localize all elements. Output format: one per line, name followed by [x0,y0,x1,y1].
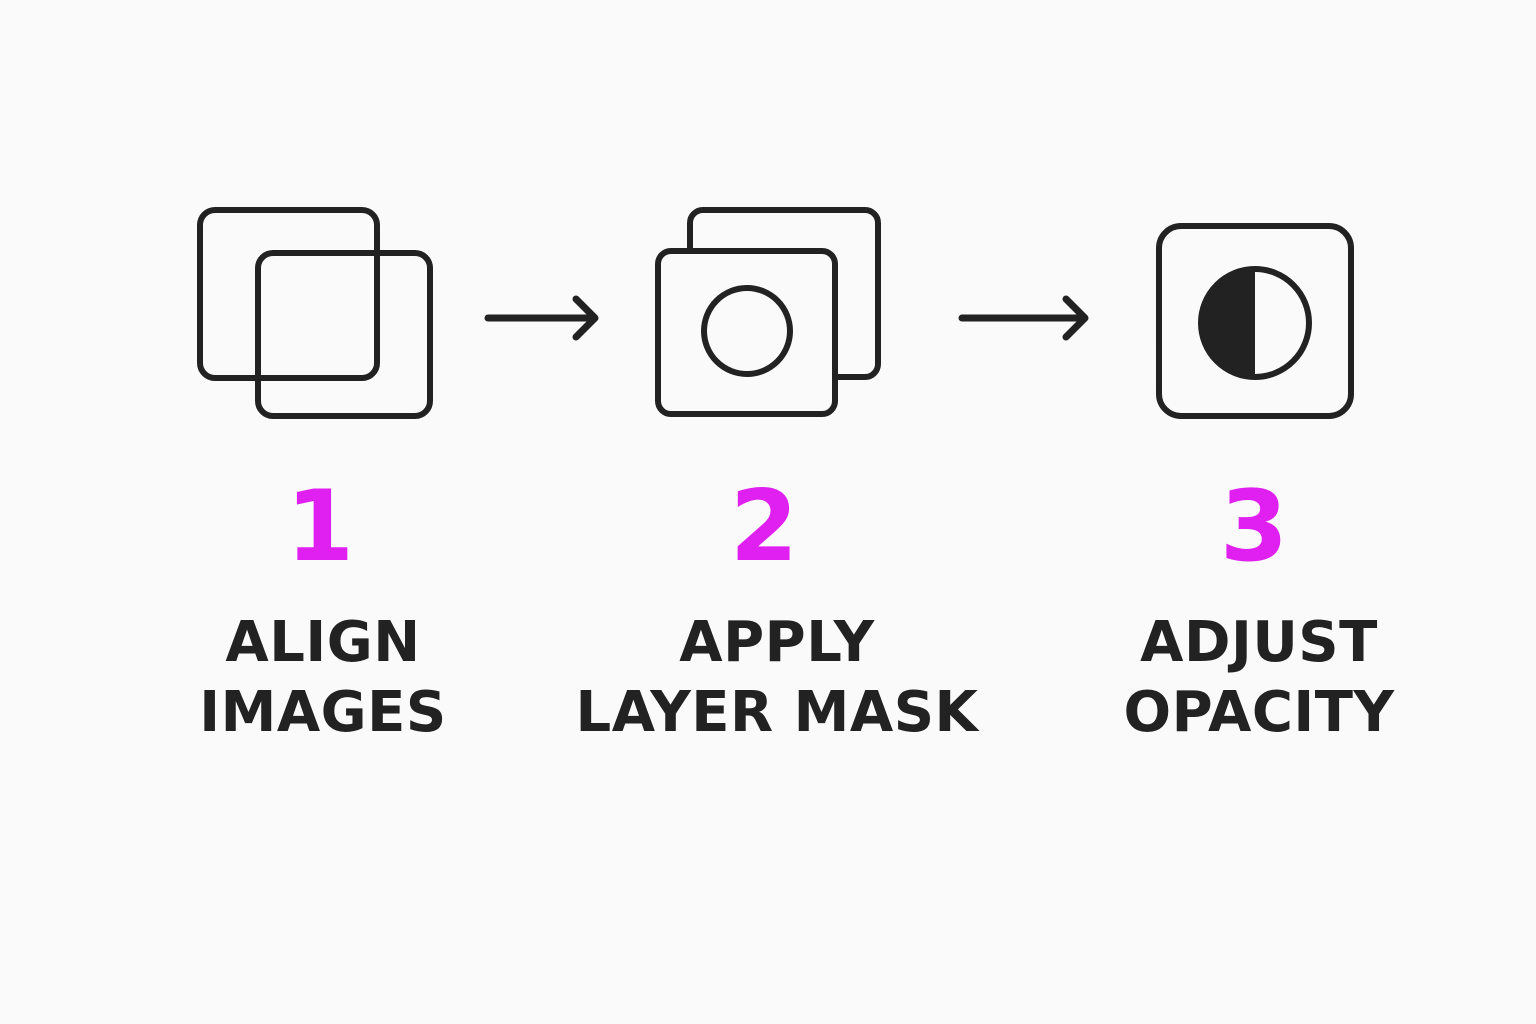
contrast-icon [1155,222,1357,420]
step-label-2: APPLY LAYER MASK [527,608,1027,748]
step-label-line: LAYER MASK [575,680,979,745]
step-label-3: ADJUST OPACITY [1009,608,1509,748]
step-label-1: ALIGN IMAGES [73,608,573,748]
step-label-line: ALIGN [225,610,421,675]
step-number-2: 2 [729,470,799,584]
step-label-line: OPACITY [1123,680,1395,745]
arrow-right-icon [484,294,604,342]
step-label-line: IMAGES [199,680,447,745]
step-label-line: ADJUST [1140,610,1378,675]
step-label-line: APPLY [679,610,875,675]
step-number-3: 3 [1219,470,1289,584]
layer-mask-icon [654,206,886,420]
arrow-right-icon [958,294,1093,342]
step-number-1: 1 [285,470,355,584]
overlapping-frames-icon [196,206,436,422]
